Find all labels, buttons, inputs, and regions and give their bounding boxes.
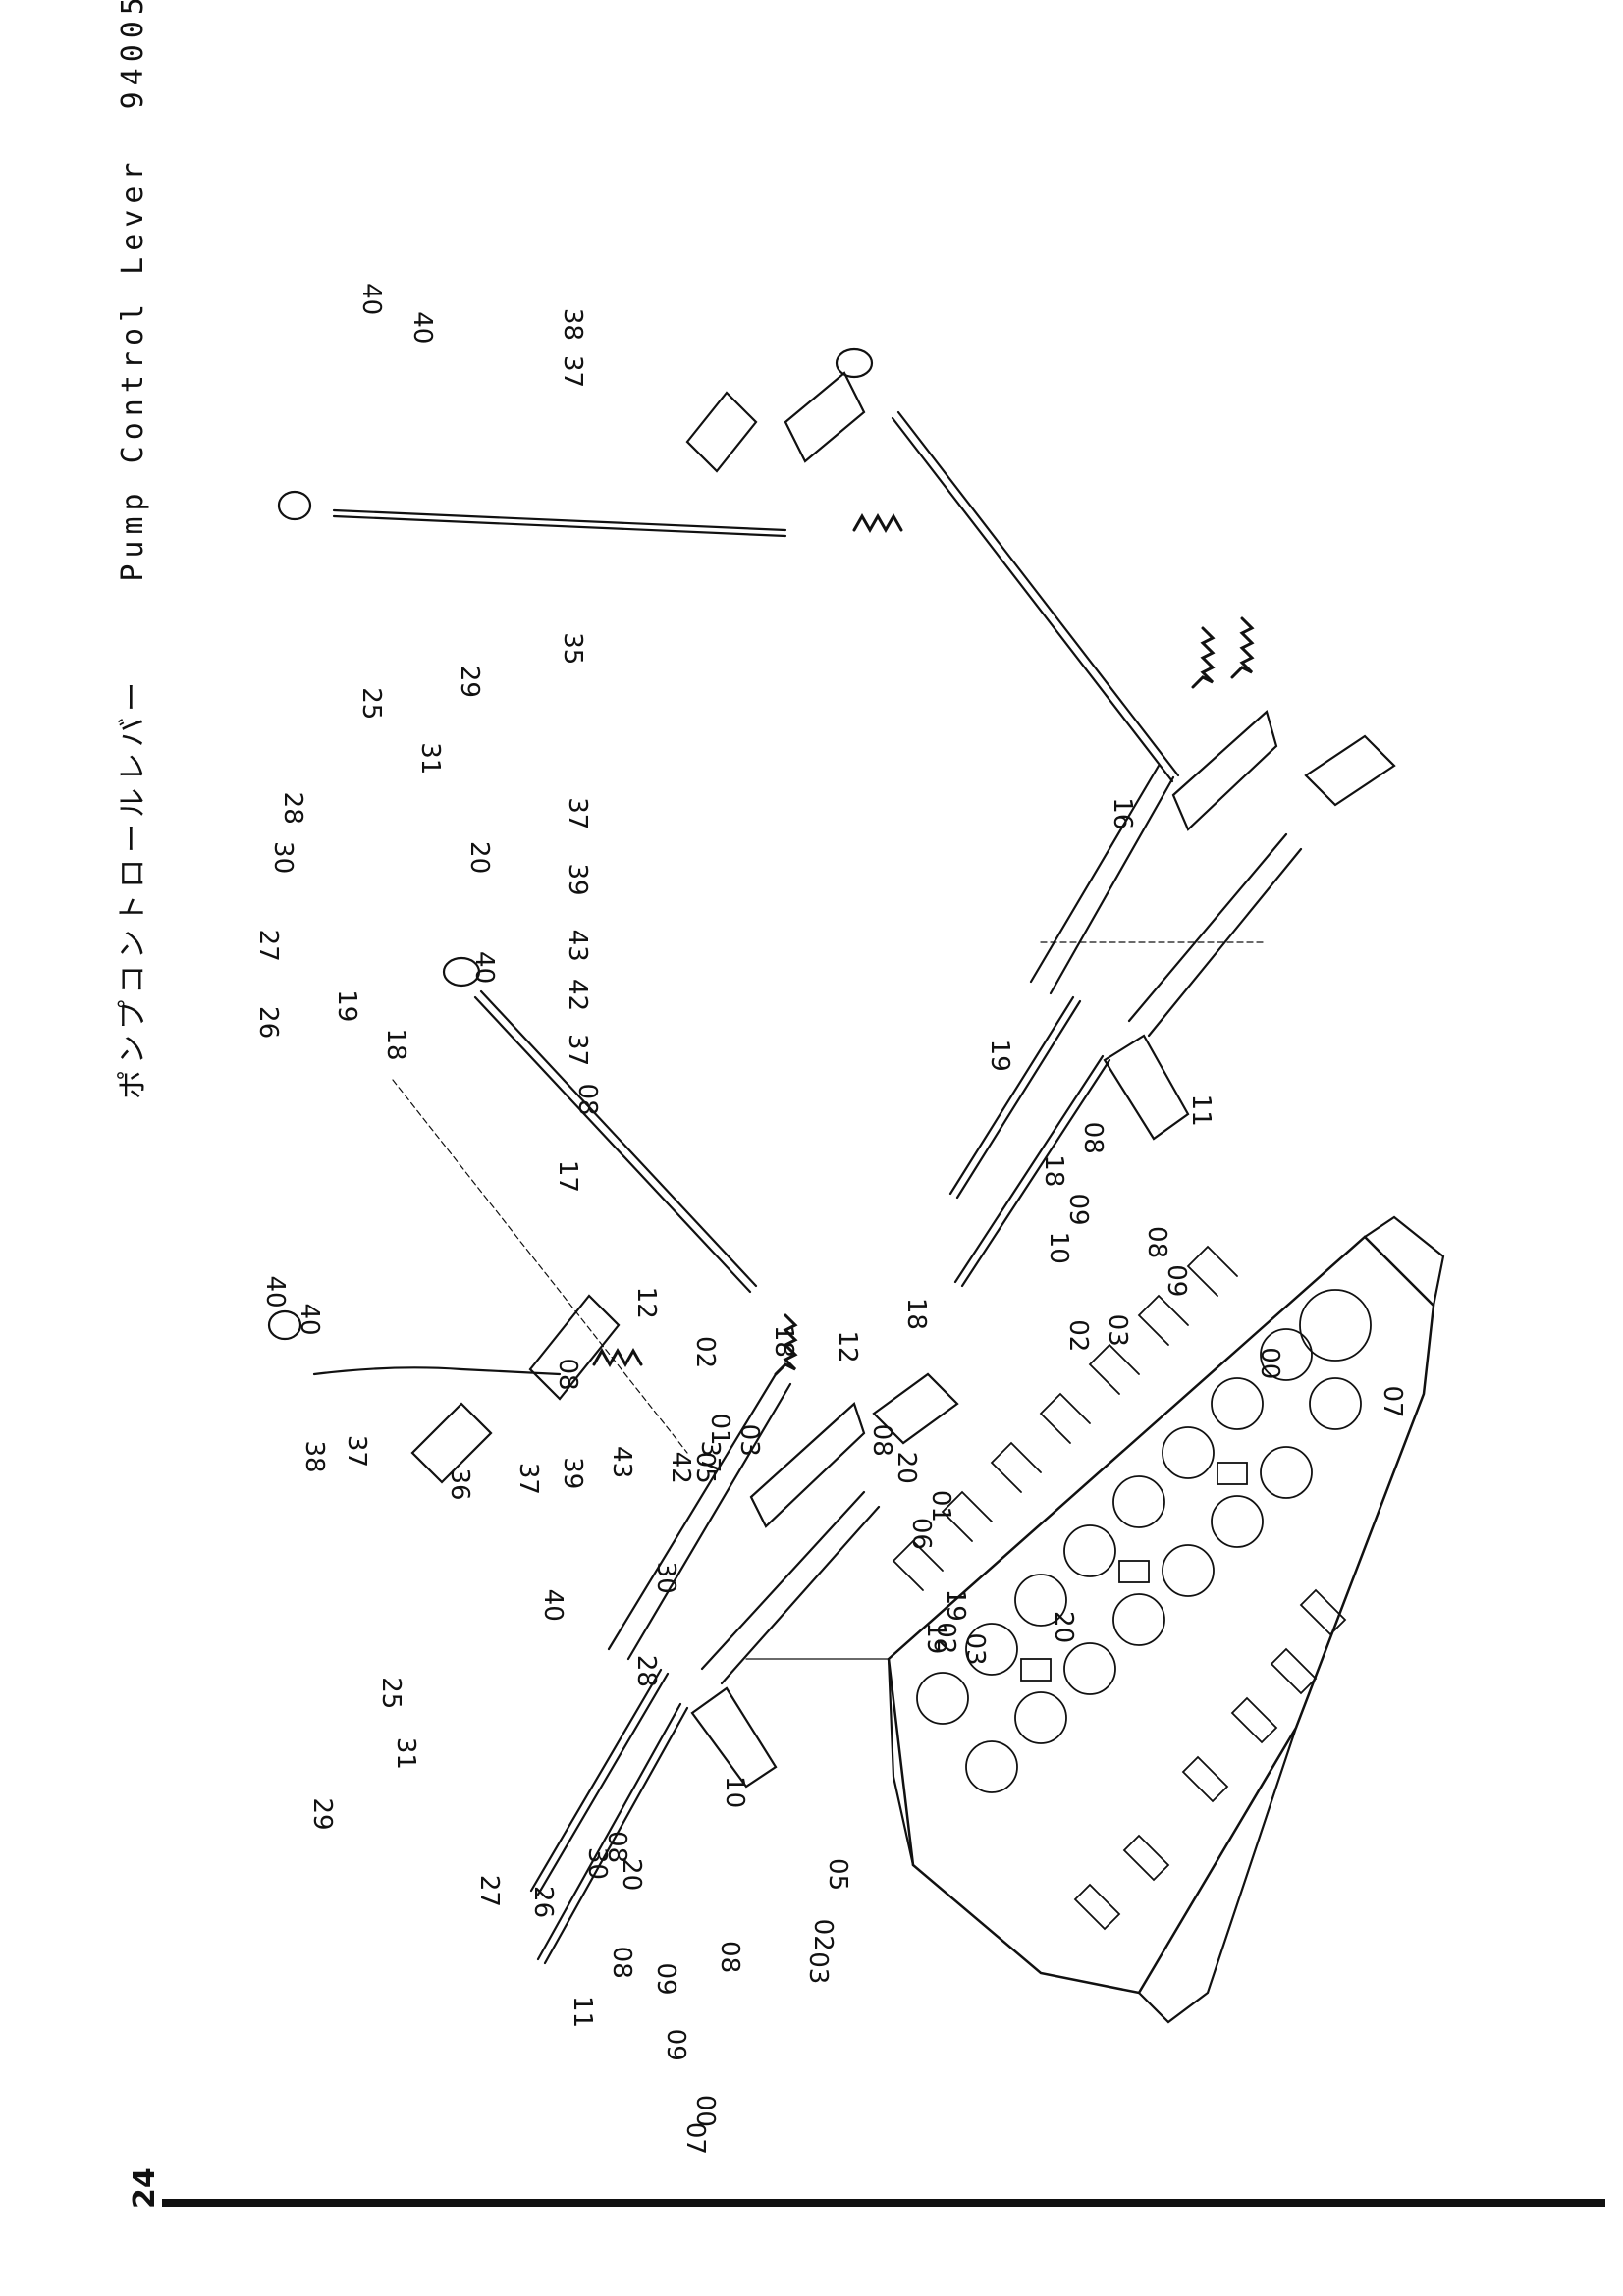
callout-08g: 08: [607, 1947, 636, 1979]
callout-31b: 31: [391, 1737, 420, 1770]
callout-08f: 08: [602, 1831, 631, 1863]
callout-27b: 27: [474, 1875, 504, 1907]
callout-17: 17: [553, 1160, 582, 1193]
callout-10a: 10: [1044, 1232, 1073, 1264]
callout-19a: 19: [332, 989, 361, 1022]
callout-37a: 37: [558, 355, 587, 388]
callout-12a: 12: [631, 1287, 661, 1319]
callout-03b: 03: [1103, 1314, 1132, 1347]
callout-42a: 42: [563, 979, 592, 1011]
callout-05b: 05: [823, 1858, 852, 1891]
callout-00b: 00: [690, 2095, 720, 2127]
callout-40e: 40: [295, 1303, 324, 1335]
callout-29a: 29: [455, 666, 484, 698]
callout-09d: 09: [661, 2029, 690, 2061]
callout-30c: 30: [582, 1847, 612, 1880]
footer-rule: [162, 2199, 1605, 2207]
callout-08d: 08: [1142, 1226, 1171, 1258]
callout-01a: 01: [705, 1413, 734, 1445]
callout-08c: 08: [1078, 1122, 1108, 1154]
callout-40f: 40: [538, 1589, 568, 1622]
callout-28b: 28: [631, 1655, 661, 1687]
callout-05a: 05: [690, 1452, 720, 1484]
callout-19d: 19: [921, 1622, 950, 1654]
callout-20d: 20: [617, 1858, 646, 1891]
callout-30a: 30: [268, 841, 298, 874]
callout-18c: 18: [1039, 1154, 1068, 1187]
callout-37d: 37: [342, 1435, 371, 1468]
callout-29b: 29: [307, 1797, 337, 1830]
callout-02b: 02: [1063, 1319, 1093, 1352]
callout-07a: 07: [1378, 1385, 1407, 1417]
callout-00a: 00: [1255, 1347, 1284, 1379]
callout-09b: 09: [1162, 1264, 1191, 1297]
callout-03d: 03: [803, 1951, 833, 1984]
callout-26b: 26: [528, 1886, 558, 1918]
callout-08e: 08: [867, 1424, 896, 1457]
callout-42b: 42: [666, 1452, 695, 1484]
callout-11b: 11: [568, 1996, 597, 2028]
callout-20c: 20: [1049, 1611, 1078, 1643]
callout-37e: 37: [514, 1463, 543, 1495]
callout-40c: 40: [469, 951, 499, 984]
callout-02d: 02: [808, 1919, 838, 1951]
callout-43a: 43: [563, 930, 592, 962]
callout-40d: 40: [260, 1275, 290, 1308]
callout-38b: 38: [299, 1440, 329, 1472]
callout-18d: 18: [769, 1325, 798, 1358]
callout-28a: 28: [278, 792, 307, 825]
callout-09a: 09: [1063, 1193, 1093, 1225]
callout-40b: 40: [407, 311, 437, 344]
callout-10b: 10: [720, 1776, 749, 1808]
callout-37b: 37: [563, 797, 592, 829]
callout-19b: 19: [941, 1589, 970, 1622]
callout-01b: 01: [926, 1490, 955, 1522]
callout-03c: 03: [960, 1632, 990, 1665]
callout-16: 16: [1108, 797, 1137, 829]
callout-25b: 25: [376, 1677, 406, 1709]
callout-08h: 08: [715, 1941, 744, 1973]
callout-26a: 26: [253, 1006, 283, 1039]
callout-25a: 25: [356, 687, 386, 720]
callout-20a: 20: [464, 841, 494, 874]
callout-20b: 20: [892, 1452, 921, 1484]
callout-37c: 37: [563, 1034, 592, 1066]
left-lever-assembly: [267, 956, 959, 1965]
callout-27a: 27: [253, 930, 283, 962]
callout-02a: 02: [690, 1336, 720, 1368]
callout-12b: 12: [833, 1330, 862, 1362]
callout-18a: 18: [381, 1028, 410, 1060]
callout-31a: 31: [415, 742, 445, 774]
callout-43b: 43: [607, 1446, 636, 1478]
callout-02c: 02: [931, 1622, 960, 1654]
callout-40a: 40: [356, 283, 386, 315]
callout-08a: 08: [553, 1358, 582, 1390]
callout-07b: 07: [680, 2122, 710, 2155]
callout-06: 06: [906, 1518, 936, 1550]
callout-39b: 39: [558, 1457, 587, 1489]
callout-09c: 09: [651, 1962, 680, 1995]
callout-30b: 30: [651, 1562, 680, 1594]
callout-39a: 39: [563, 863, 592, 895]
callout-38a: 38: [558, 308, 587, 341]
right-lever-assembly: [277, 347, 1396, 1288]
control-valve-block: [887, 1215, 1445, 2024]
callout-03a: 03: [734, 1424, 764, 1457]
callout-11a: 11: [1186, 1095, 1216, 1127]
callout-08b: 08: [572, 1083, 602, 1115]
callout-35: 35: [558, 632, 587, 665]
callout-37f: 37: [695, 1440, 725, 1472]
callout-36: 36: [445, 1468, 474, 1500]
callout-18b: 18: [901, 1298, 931, 1330]
callout-19c: 19: [985, 1040, 1014, 1072]
